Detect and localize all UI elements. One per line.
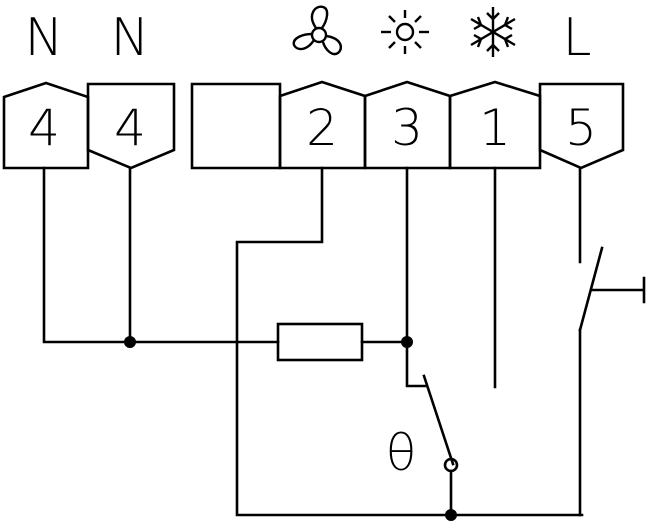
terminal-heat-number: 3	[391, 99, 423, 157]
thermostat-symbol: θ	[386, 424, 417, 482]
terminal-n2-number: 4	[114, 99, 146, 157]
terminal-n1-number: 4	[28, 99, 60, 157]
label-neutral-2: N	[111, 8, 150, 68]
main-switch-actuator	[589, 276, 646, 304]
terminal-fan-number: 2	[306, 99, 338, 157]
snowflake-icon	[470, 7, 516, 57]
thermostat-switch-blade	[422, 374, 455, 466]
terminal-live-number: 5	[565, 99, 597, 157]
junction-neutral	[124, 336, 136, 348]
resistor	[276, 322, 364, 362]
wiring	[42, 166, 646, 517]
terminal-n2	[86, 82, 176, 170]
terminal-blank	[190, 82, 282, 170]
junction-bottom	[445, 509, 457, 521]
label-live: L	[563, 8, 592, 68]
wire-neutral-1	[42, 166, 280, 344]
terminal-live	[538, 82, 625, 170]
junction-heat	[401, 336, 413, 348]
label-neutral-1: N	[25, 8, 64, 68]
wire-fan	[235, 166, 584, 517]
wire-heat	[405, 166, 428, 388]
fan-icon	[292, 5, 342, 56]
sun-icon	[381, 10, 429, 54]
terminal-cool-number: 1	[479, 99, 511, 157]
